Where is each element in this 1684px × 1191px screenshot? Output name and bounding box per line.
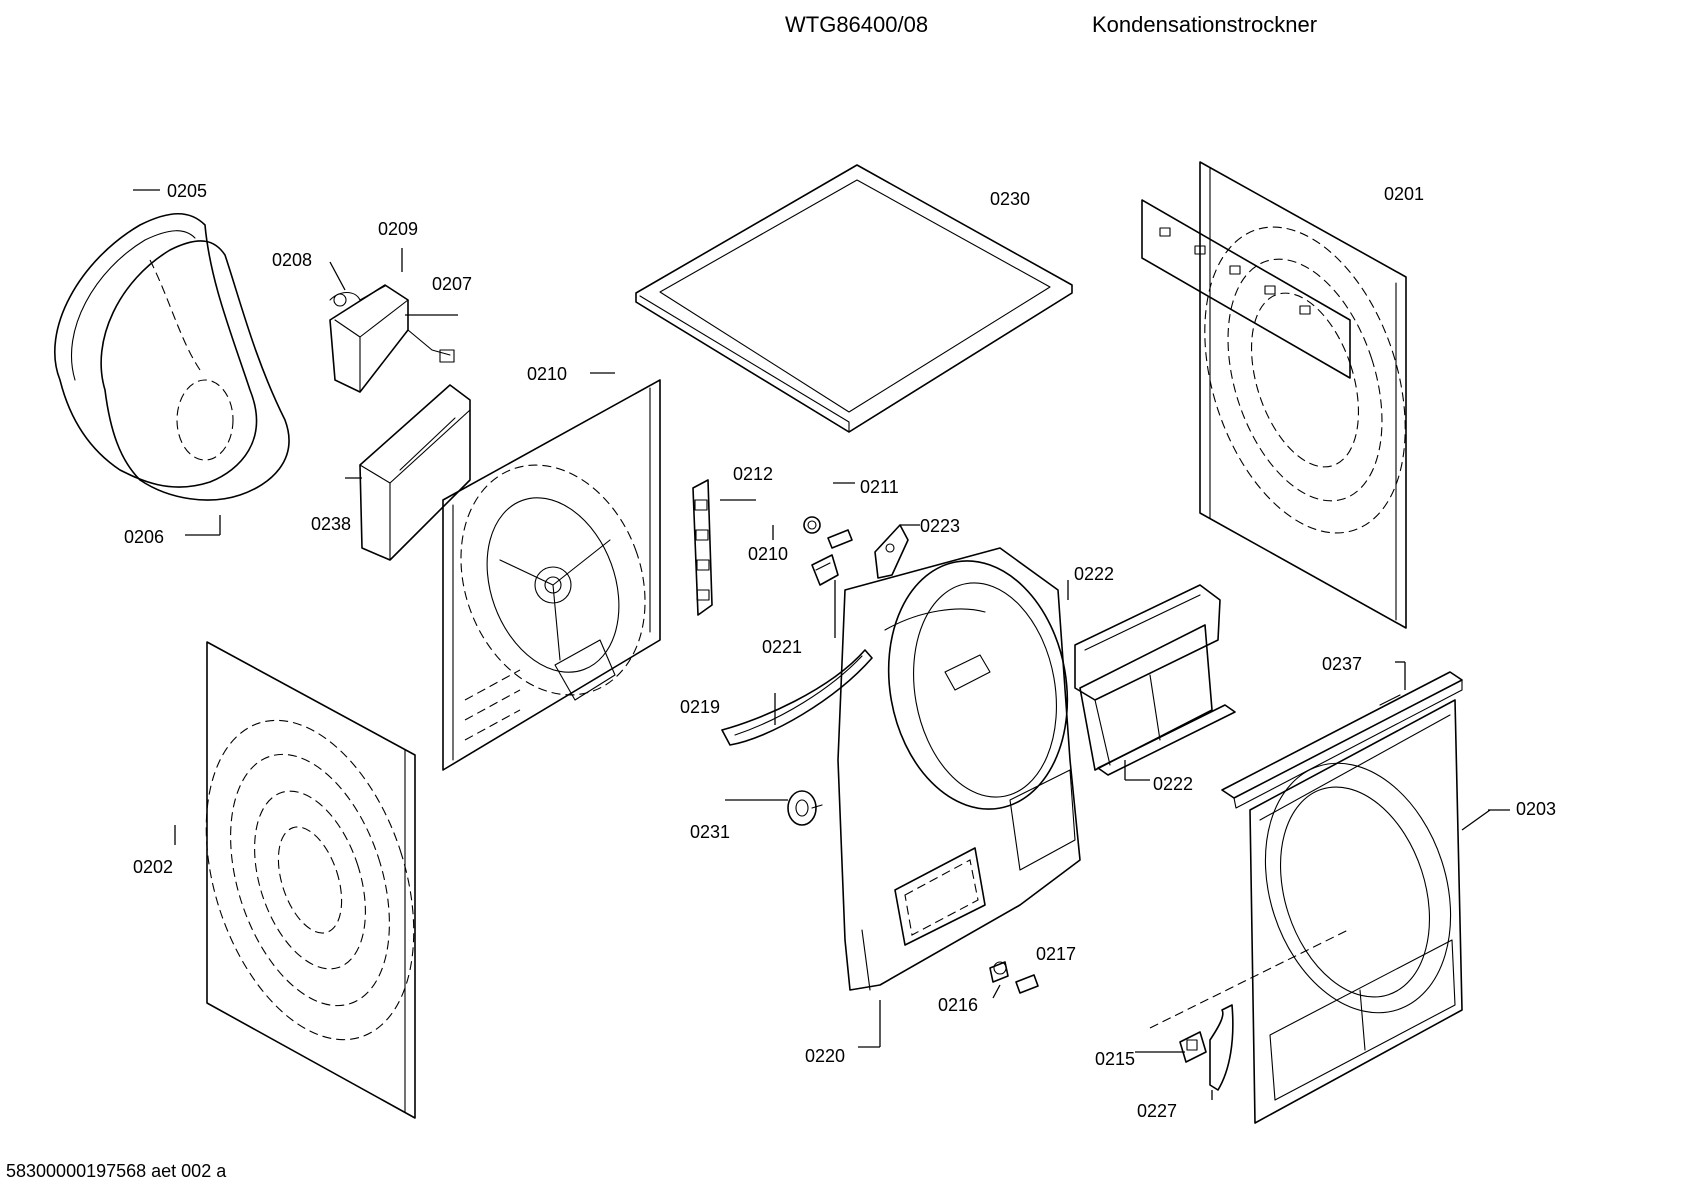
- part-0231-pulley[interactable]: [787, 790, 823, 826]
- part-0203-front-panel[interactable]: [1235, 699, 1481, 1124]
- label-0202[interactable]: 0202: [133, 857, 173, 877]
- part-0206-sensor-housing[interactable]: [329, 284, 455, 393]
- part-0210-pin[interactable]: [827, 529, 853, 549]
- label-0209[interactable]: 0210: [527, 364, 567, 384]
- label-0216[interactable]: 0217: [1036, 944, 1076, 964]
- label-0211[interactable]: 0211: [860, 477, 899, 497]
- label-0207[interactable]: 0208: [272, 250, 312, 270]
- label-0231[interactable]: 0231: [690, 822, 730, 842]
- part-0204-door-seal[interactable]: [54, 213, 258, 488]
- part-0227-handle[interactable]: [1209, 1004, 1234, 1091]
- label-0238[interactable]: 0238: [311, 514, 351, 534]
- assembly-axis-line: [1149, 929, 1349, 1029]
- label-0210[interactable]: 0210: [748, 544, 788, 564]
- label-0206[interactable]: 0207: [432, 274, 472, 294]
- label-0204[interactable]: 0205: [167, 181, 207, 201]
- part-0202-side-panel[interactable]: [169, 641, 452, 1119]
- part-0208-connector[interactable]: [359, 285, 386, 301]
- document-id: 58300000197568 aet 002 a: [6, 1161, 227, 1181]
- label-0223[interactable]: 0222: [1074, 564, 1114, 584]
- part-0214-switch[interactable]: [1179, 1031, 1207, 1063]
- part-0221-latch[interactable]: [874, 524, 909, 579]
- part-0201-side-panel[interactable]: [1141, 161, 1441, 629]
- part-0212-hinge-strip[interactable]: [692, 479, 713, 616]
- label-0220[interactable]: 0221: [762, 637, 802, 657]
- part-0237-cover-strip[interactable]: [1221, 671, 1463, 809]
- part-0217-guide-rail[interactable]: [721, 649, 873, 746]
- label-0221[interactable]: 0223: [920, 516, 960, 536]
- label-0215[interactable]: 0216: [938, 995, 978, 1015]
- part-0230-top-cover[interactable]: [635, 164, 1073, 433]
- label-0237[interactable]: 0237: [1322, 654, 1362, 674]
- leader-lines: [133, 189, 1510, 1100]
- part-0211-bushing[interactable]: [803, 516, 821, 534]
- part-0238-air-duct[interactable]: [359, 384, 471, 561]
- part-0207-cable[interactable]: [329, 291, 361, 307]
- part-0215-knob[interactable]: [989, 961, 1009, 983]
- model-number: WTG86400/08: [785, 12, 928, 37]
- label-0227[interactable]: 0227: [1137, 1101, 1177, 1121]
- part-0223-front-bearing-shield[interactable]: [837, 547, 1086, 991]
- label-0219[interactable]: 0220: [805, 1046, 845, 1066]
- label-0230[interactable]: 0230: [990, 189, 1030, 209]
- label-0203[interactable]: 0203: [1516, 799, 1556, 819]
- label-0208[interactable]: 0209: [378, 219, 418, 239]
- product-name: Kondensationstrockner: [1092, 12, 1317, 37]
- label-0212[interactable]: 0212: [733, 464, 773, 484]
- label-0214[interactable]: 0215: [1095, 1049, 1135, 1069]
- label-0201[interactable]: 0201: [1384, 184, 1424, 204]
- part-0222-fluff-filter[interactable]: [1074, 584, 1236, 776]
- part-labels: 0205 0206 0208 0209 0207 0210 0238 0230 …: [124, 181, 1556, 1121]
- part-0220-lock[interactable]: [811, 554, 839, 586]
- part-0205-gasket[interactable]: [100, 240, 290, 501]
- label-0205[interactable]: 0206: [124, 527, 164, 547]
- label-0217[interactable]: 0219: [680, 697, 720, 717]
- part-0209-rear-wall[interactable]: [430, 379, 676, 771]
- label-0222[interactable]: 0222: [1153, 774, 1193, 794]
- part-0216-screw[interactable]: [1015, 974, 1039, 994]
